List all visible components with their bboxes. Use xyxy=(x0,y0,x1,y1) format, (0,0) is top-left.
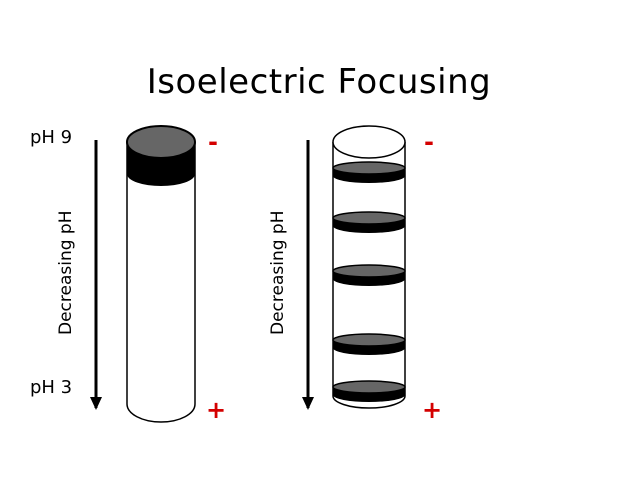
right-bands xyxy=(332,161,406,402)
right-tube-top xyxy=(332,125,406,159)
right-negative-sign: - xyxy=(424,128,434,156)
right-arrowhead-icon xyxy=(302,397,314,410)
right-positive-sign: + xyxy=(422,396,443,424)
protein-band-top xyxy=(332,264,406,278)
protein-band-top xyxy=(332,380,406,394)
left-positive-sign: + xyxy=(206,396,227,424)
left-tube-top xyxy=(126,125,196,159)
protein-band-top xyxy=(332,333,406,347)
diagram-title: Isoelectric Focusing xyxy=(146,62,492,102)
protein-band-top xyxy=(332,211,406,225)
left-arrowhead-icon xyxy=(90,397,102,410)
ph-bottom-label: pH 3 xyxy=(30,377,73,398)
ph-top-label: pH 9 xyxy=(30,127,73,148)
left-tube xyxy=(126,125,196,423)
left-negative-sign: - xyxy=(208,128,218,156)
protein-band-top xyxy=(332,161,406,175)
